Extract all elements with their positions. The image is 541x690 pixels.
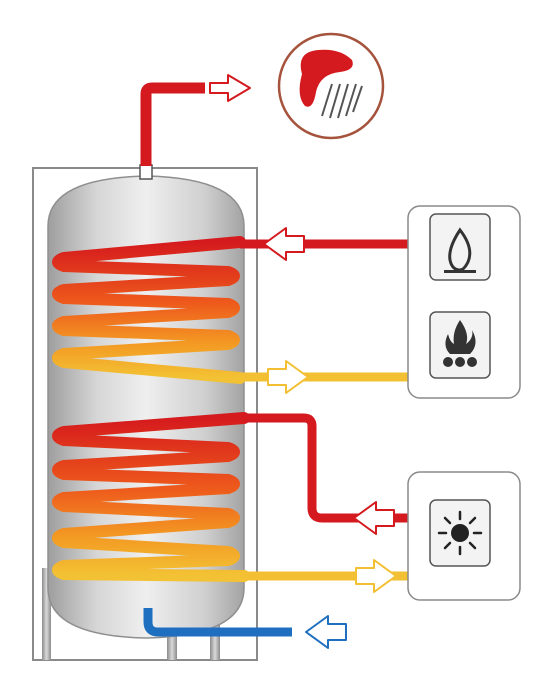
tank-leg-left <box>42 568 51 660</box>
solid-fuel-fire-icon <box>429 311 491 379</box>
cold-water-inlet <box>143 608 292 637</box>
cold-water-arrow <box>305 615 347 649</box>
outlet-fitting <box>139 164 153 180</box>
upper-heating-coil <box>52 236 246 384</box>
gas-flame-icon <box>429 213 491 281</box>
shower-icon <box>277 32 385 140</box>
lower-heating-coil <box>52 412 250 582</box>
hot-water-outlet <box>140 82 205 166</box>
hot-water-arrow <box>209 74 251 102</box>
solar-supply-pipe <box>244 413 408 523</box>
boiler-supply-arrow <box>263 227 305 261</box>
solar-supply-arrow <box>353 501 395 535</box>
boiler-return-arrow <box>267 360 309 394</box>
solar-return-arrow <box>355 559 397 593</box>
sun-icon <box>429 499 491 567</box>
